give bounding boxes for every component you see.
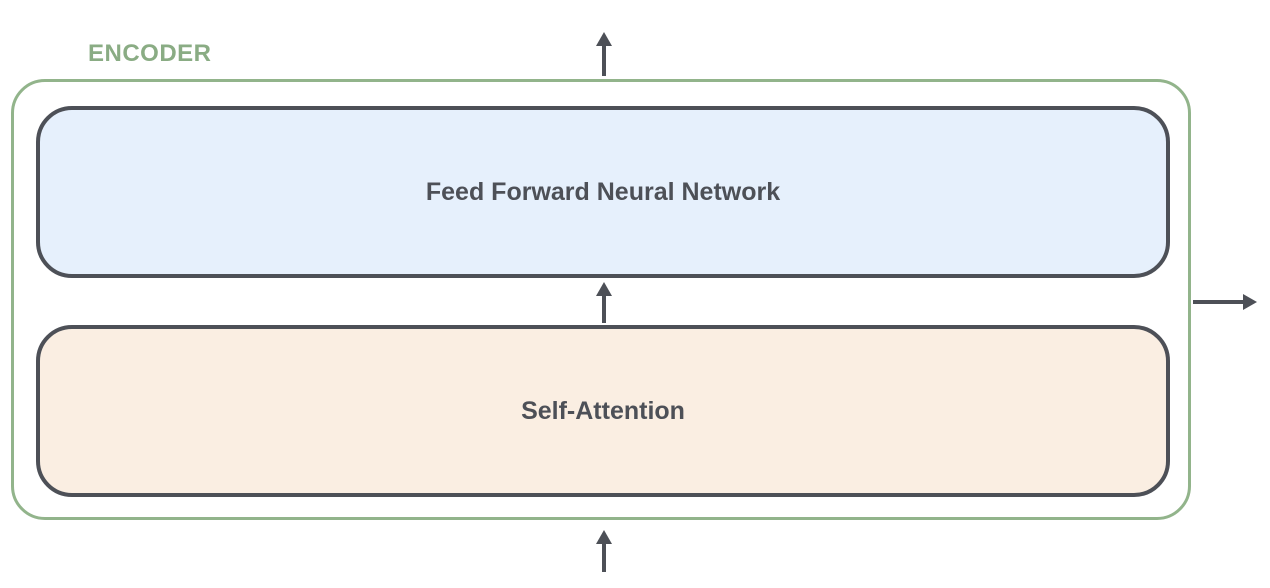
input-arrow-up-icon — [596, 530, 612, 572]
self-attention-label: Self-Attention — [521, 396, 685, 425]
self-attention-layer: Self-Attention — [36, 325, 1170, 497]
feed-forward-label: Feed Forward Neural Network — [425, 177, 781, 206]
encoder-label: ENCODER — [88, 40, 212, 67]
output-arrow-up-icon — [596, 32, 612, 76]
feed-forward-layer: Feed Forward Neural Network — [36, 106, 1170, 278]
side-arrow-right-icon — [1193, 294, 1257, 310]
internal-arrow-up-icon — [596, 282, 612, 323]
